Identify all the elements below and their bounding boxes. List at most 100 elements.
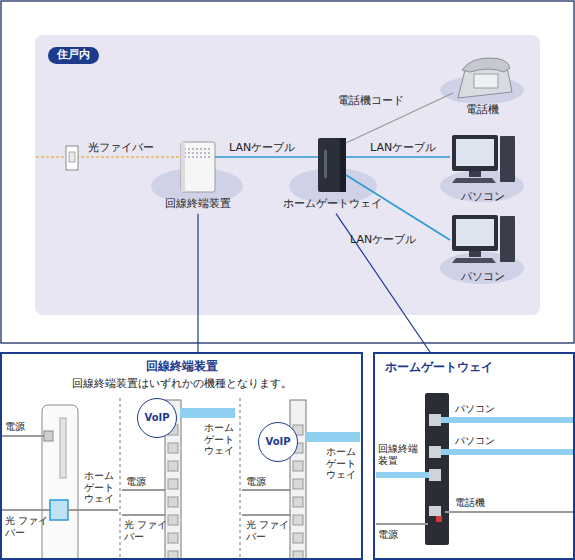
gateway-device: ホームゲートウェイ: [318, 138, 346, 192]
node-label: 電話機: [466, 104, 499, 117]
ont-device: [181, 142, 215, 192]
top-frame: [1, 1, 574, 343]
node-label: VoIP: [259, 436, 297, 448]
connector: [336, 214, 430, 352]
part-label: 電源: [246, 476, 266, 488]
gateway-panel-drawing: [429, 469, 441, 481]
pc-1: [452, 135, 515, 183]
top-frame: [35, 35, 540, 315]
pc-2: [452, 215, 498, 251]
gateway-panel-drawing: [429, 414, 441, 426]
pc-1: [452, 135, 498, 171]
gateway-panel-drawing: [440, 449, 573, 455]
pc: パソコン: [450, 133, 516, 185]
node-label: 回線終端装置: [2, 360, 361, 374]
port: [293, 425, 303, 435]
ont-panel: 回線終端装置回線終端装置はいずれかの機種となります。VoIPVoIP: [0, 352, 363, 560]
port: [293, 443, 303, 453]
pc: パソコン: [450, 213, 516, 265]
ont-panel-drawings: [290, 400, 306, 560]
ont-device: 回線終端装置: [181, 142, 215, 192]
part-label: 光ファイバー: [88, 142, 154, 155]
port: [168, 515, 178, 525]
gateway-panel-drawing: [440, 417, 573, 423]
floor-shadows: [151, 76, 524, 284]
ont-panel-drawings: [60, 418, 66, 478]
node-label: 回線終端装置: [165, 198, 231, 211]
port: [293, 497, 303, 507]
ont-panel-drawings: [0, 398, 360, 560]
ont-panel-drawings: [242, 489, 291, 491]
edge-label: LANケーブル: [229, 142, 295, 155]
optical-fiber: [69, 152, 75, 162]
ont-panel-drawings: [122, 514, 166, 516]
telephone: [458, 58, 512, 98]
gateway-panel-drawing: [429, 506, 441, 516]
ont-panel-drawings: [165, 400, 181, 560]
part-label: ホーム ゲート ウェイ: [326, 446, 360, 481]
ont-device: [181, 142, 185, 192]
gateway-panel-drawing: [425, 393, 449, 545]
node-label: ホームゲートウェイ: [283, 198, 382, 211]
port: [293, 551, 303, 560]
pc-1: [469, 171, 481, 177]
port: [293, 479, 303, 489]
node-label: VoIP: [138, 412, 176, 424]
part-label: 光 ファイバー: [5, 515, 57, 538]
pc-1: [452, 178, 496, 183]
part-label: パソコン: [455, 403, 495, 415]
node-label: ホームゲートウェイ: [385, 361, 493, 375]
part-label: 電源: [5, 421, 25, 433]
ont-panel-drawings: [180, 408, 235, 418]
port: [293, 533, 303, 543]
ont-panel-drawings: [0, 435, 46, 437]
ont-device: [181, 142, 215, 192]
port: [168, 443, 178, 453]
ont-device: [185, 146, 211, 158]
ont-panel-drawings: [305, 432, 360, 442]
port: [168, 533, 178, 543]
ont-panel-drawings: [0, 509, 52, 511]
ont-panel-drawings: [122, 489, 166, 491]
ont-panel-drawings: [42, 405, 78, 560]
gateway-device: [324, 150, 327, 178]
gateway-panel: ホームゲートウェイ: [373, 352, 575, 560]
gateway-panel-drawing: [376, 393, 573, 545]
optical-fiber: [36, 156, 181, 158]
part-label: 電源: [126, 476, 146, 488]
node-label: 住戸内: [48, 47, 99, 64]
pc-2: [500, 216, 515, 262]
edge-label: LANケーブル: [370, 142, 436, 155]
gateway-panel-drawing: [376, 523, 428, 525]
ont-panel-drawings: [68, 509, 118, 511]
node-label: パソコン: [461, 191, 505, 204]
pc-1: [456, 139, 494, 166]
part-label: パソコン: [455, 435, 495, 447]
part-label: 光 ファイバー: [246, 519, 298, 542]
part-label: 回線終端 装置: [378, 443, 422, 466]
edge-label: LANケーブル: [350, 234, 416, 247]
part-label: 電源: [378, 529, 398, 541]
voip-circle: VoIP: [137, 398, 177, 438]
port: [168, 479, 178, 489]
port: [168, 461, 178, 471]
gateway-panel-drawing: [445, 511, 573, 513]
port-row: [168, 425, 303, 560]
telephone: 電話機: [453, 58, 511, 98]
gateway-panel-drawing: [376, 472, 432, 478]
port: [168, 425, 178, 435]
gateway-panel-drawing: [429, 446, 441, 458]
gateway-device: [318, 138, 346, 192]
gateway-device: [340, 138, 346, 192]
telephone: [462, 58, 510, 72]
pc-2: [469, 251, 481, 257]
pc-2: [456, 219, 494, 246]
gateway-device: [318, 138, 346, 192]
ont-panel-drawings: [242, 514, 291, 516]
connector: [215, 156, 318, 158]
port: [293, 515, 303, 525]
optical-fiber: [36, 146, 181, 170]
voip-circle: VoIP: [258, 422, 298, 462]
